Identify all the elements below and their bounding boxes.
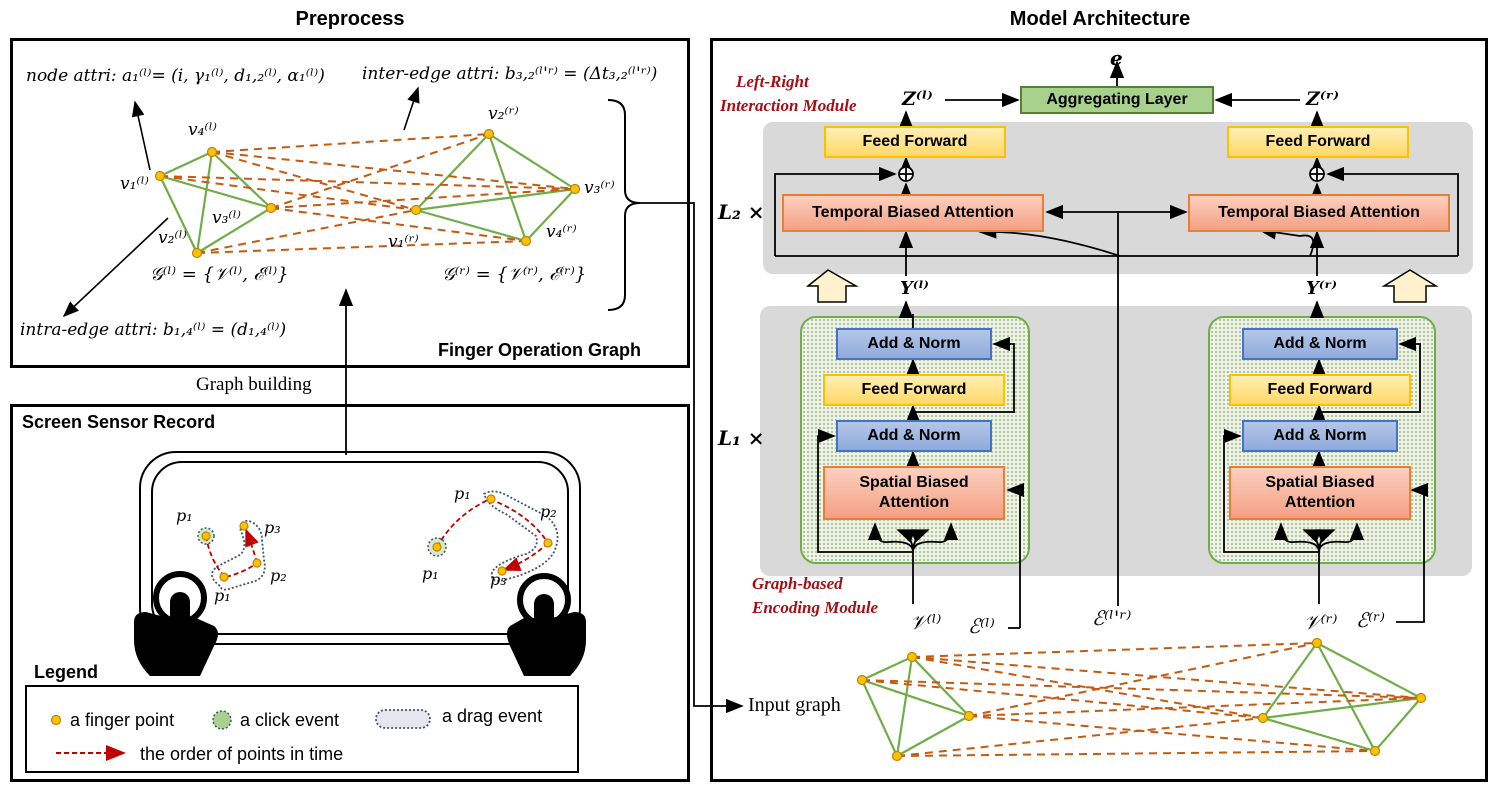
v-right-input-label: 𝒱⁽ʳ⁾ [1304,610,1338,634]
intra-edge-attr-label: intra-edge attri: b₁,₄⁽ˡ⁾ = (d₁,₄⁽ˡ⁾) [20,320,287,340]
left-point-p3: p₃ [264,518,281,537]
add-norm-left-top: Add & Norm [836,328,992,360]
add-norm-left-bottom: Add & Norm [836,420,992,452]
output-e-label: e [1110,46,1123,70]
left-up-block-arrow [805,269,859,303]
v-left-input-label: 𝒱⁽ˡ⁾ [910,610,942,634]
add-norm-right-bottom: Add & Norm [1242,420,1398,452]
lr-module-title-line2: Interaction Module [720,96,857,115]
finger-operation-graph-title: Finger Operation Graph [438,340,642,360]
legend-finger-point: a finger point [70,710,175,730]
graph-nodes [154,128,581,259]
add-norm-right-top: Add & Norm [1242,328,1398,360]
z-left-label: Z⁽ˡ⁾ [902,88,933,110]
right-point-p1-top: p₁ [454,484,471,503]
node-v1-right: v₁⁽ʳ⁾ [388,232,419,252]
screen-sensor-record-panel [10,404,690,782]
feed-forward-right-top: Feed Forward [1227,126,1409,158]
node-v1-left: v₁⁽ˡ⁾ [120,174,149,194]
spatial-attention-left: Spatial Biased Attention [823,466,1005,520]
architecture-title: Model Architecture [1009,8,1191,30]
feed-forward-right-encoder: Feed Forward [1229,374,1411,406]
left-point-p1-bottom: p₁ [214,586,231,605]
spatial-attention-right-line2: Attention [1284,494,1356,511]
spatial-attention-left-line1: Spatial Biased [859,474,969,491]
spatial-attention-right-line1: Spatial Biased [1265,474,1375,491]
spatial-attention-left-line2: Attention [878,494,950,511]
z-right-label: Z⁽ʳ⁾ [1306,88,1340,110]
l1-repeat-label: L₁ × [718,426,765,450]
lr-module-title-line1: Left-Right [736,72,809,91]
left-point-p1-top: p₁ [176,506,193,525]
l2-repeat-label: L₂ × [718,200,765,224]
node-v4-left: v₄⁽ˡ⁾ [188,120,217,140]
graph-right-label: 𝒢⁽ʳ⁾ = {𝒱⁽ʳ⁾, ℰ⁽ʳ⁾} [442,264,587,285]
inter-edge-attr-label: inter-edge attri: b₃,₂⁽ˡ'ʳ⁾ = (Δt₃,₂⁽ˡ'ʳ… [362,64,658,84]
e-left-input-label: ℰ⁽ˡ⁾ [968,614,995,638]
input-graph-label: Input graph [748,694,841,716]
legend-drag-event: a drag event [442,706,543,726]
node-v3-right: v₃⁽ʳ⁾ [584,178,615,198]
legend-time-order: the order of points in time [140,744,344,764]
temporal-attention-left: Temporal Biased Attention [782,194,1044,232]
spatial-attention-right: Spatial Biased Attention [1229,466,1411,520]
left-hand-icon [134,571,218,676]
right-point-p3: p₃ [490,570,507,589]
feed-forward-left-encoder: Feed Forward [823,374,1005,406]
input-graph-inter-edges [861,642,1422,757]
node-attr-label: node attri: a₁⁽ˡ⁾= (i, γ₁⁽ˡ⁾, d₁,₂⁽ˡ⁾, α… [26,66,325,86]
right-point-p1-bottom: p₁ [422,564,439,583]
graph-left-label: 𝒢⁽ˡ⁾ = {𝒱⁽ˡ⁾, ℰ⁽ˡ⁾} [150,264,289,285]
model-architecture-panel [710,38,1488,782]
feed-forward-left-top: Feed Forward [824,126,1006,158]
right-point-p2: p₂ [540,502,557,521]
encoding-module-title-line2: Encoding Module [752,598,879,617]
e-lr-input-label: ℰ⁽ˡ'ʳ⁾ [1092,606,1132,630]
e-right-input-label: ℰ⁽ʳ⁾ [1356,608,1385,632]
y-right-label: Y⁽ʳ⁾ [1306,278,1338,299]
encoding-module-title-line1: Graph-based [752,574,843,593]
left-point-p2: p₂ [270,566,287,585]
graph-building-label: Graph building [196,374,312,395]
right-hand-icon [507,573,586,676]
input-graph-right-edges [1262,642,1422,753]
input-graph-left-edges [861,656,970,757]
node-v2-right: v₂⁽ʳ⁾ [488,104,519,124]
inter-graph-edges [159,133,576,254]
node-v3-left: v₃⁽ˡ⁾ [212,208,241,228]
y-left-label: Y⁽ˡ⁾ [900,278,929,299]
aggregating-layer: Aggregating Layer [1020,86,1214,114]
legend-title: Legend [34,662,99,682]
right-up-block-arrow [1381,269,1439,303]
screen-sensor-record-title: Screen Sensor Record [22,412,216,432]
left-graph-edges [159,151,272,254]
node-v2-left: v₂⁽ˡ⁾ [158,228,187,248]
temporal-attention-right: Temporal Biased Attention [1188,194,1450,232]
preprocess-title: Preprocess [295,8,405,30]
right-graph-edges [415,133,576,243]
legend-click-event: a click event [240,710,340,730]
node-v4-right: v₄⁽ʳ⁾ [546,222,577,242]
input-graph-nodes [856,637,1427,762]
